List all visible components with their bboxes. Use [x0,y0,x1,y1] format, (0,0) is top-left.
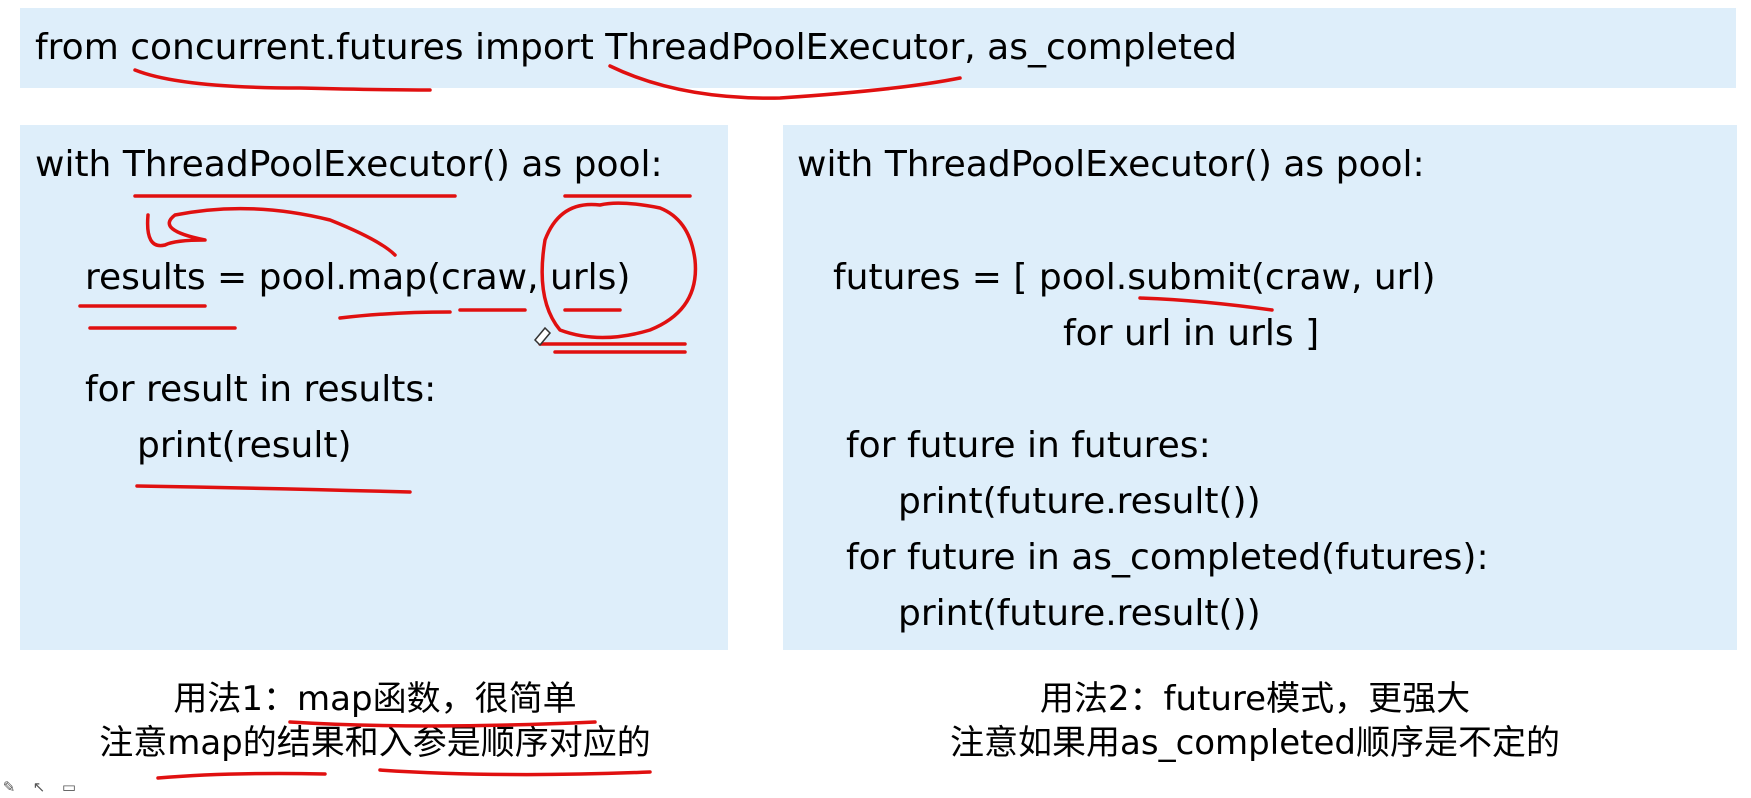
left-print-line: print(result) [137,425,352,466]
usage2-panel [783,125,1737,650]
usage2-title: 用法2：future模式，更强大 [1039,679,1471,719]
import-line: from concurrent.futures import ThreadPoo… [35,27,1237,68]
right-for-url-line: for url in urls ] [1063,313,1320,354]
right-as-completed-line: for future in as_completed(futures): [846,537,1489,578]
presentation-toolbar: ✎ ↖ ▭ [0,778,78,798]
right-print-line-2: print(future.result()) [898,593,1261,634]
usage1-note: 注意map的结果和入参是顺序对应的 [99,723,651,763]
usage1-title: 用法1：map函数，很简单 [173,679,577,719]
left-for-line: for result in results: [85,369,437,410]
screen-icon[interactable]: ▭ [61,778,77,796]
usage2-note: 注意如果用as_completed顺序是不定的 [950,723,1560,763]
pointer-icon[interactable]: ↖ [32,778,46,796]
underline-caption-order [378,768,652,777]
right-futures-line: futures = [ pool.submit(craw, url) [833,257,1436,298]
right-for-future-line: for future in futures: [846,425,1211,466]
right-with-line: with ThreadPoolExecutor() as pool: [797,144,1425,185]
pen-icon[interactable]: ✎ [2,778,16,796]
right-print-line-1: print(future.result()) [898,481,1261,522]
underline-caption-map2 [156,771,327,780]
left-map-line: results = pool.map(craw, urls) [85,257,631,298]
left-with-line: with ThreadPoolExecutor() as pool: [35,144,663,185]
